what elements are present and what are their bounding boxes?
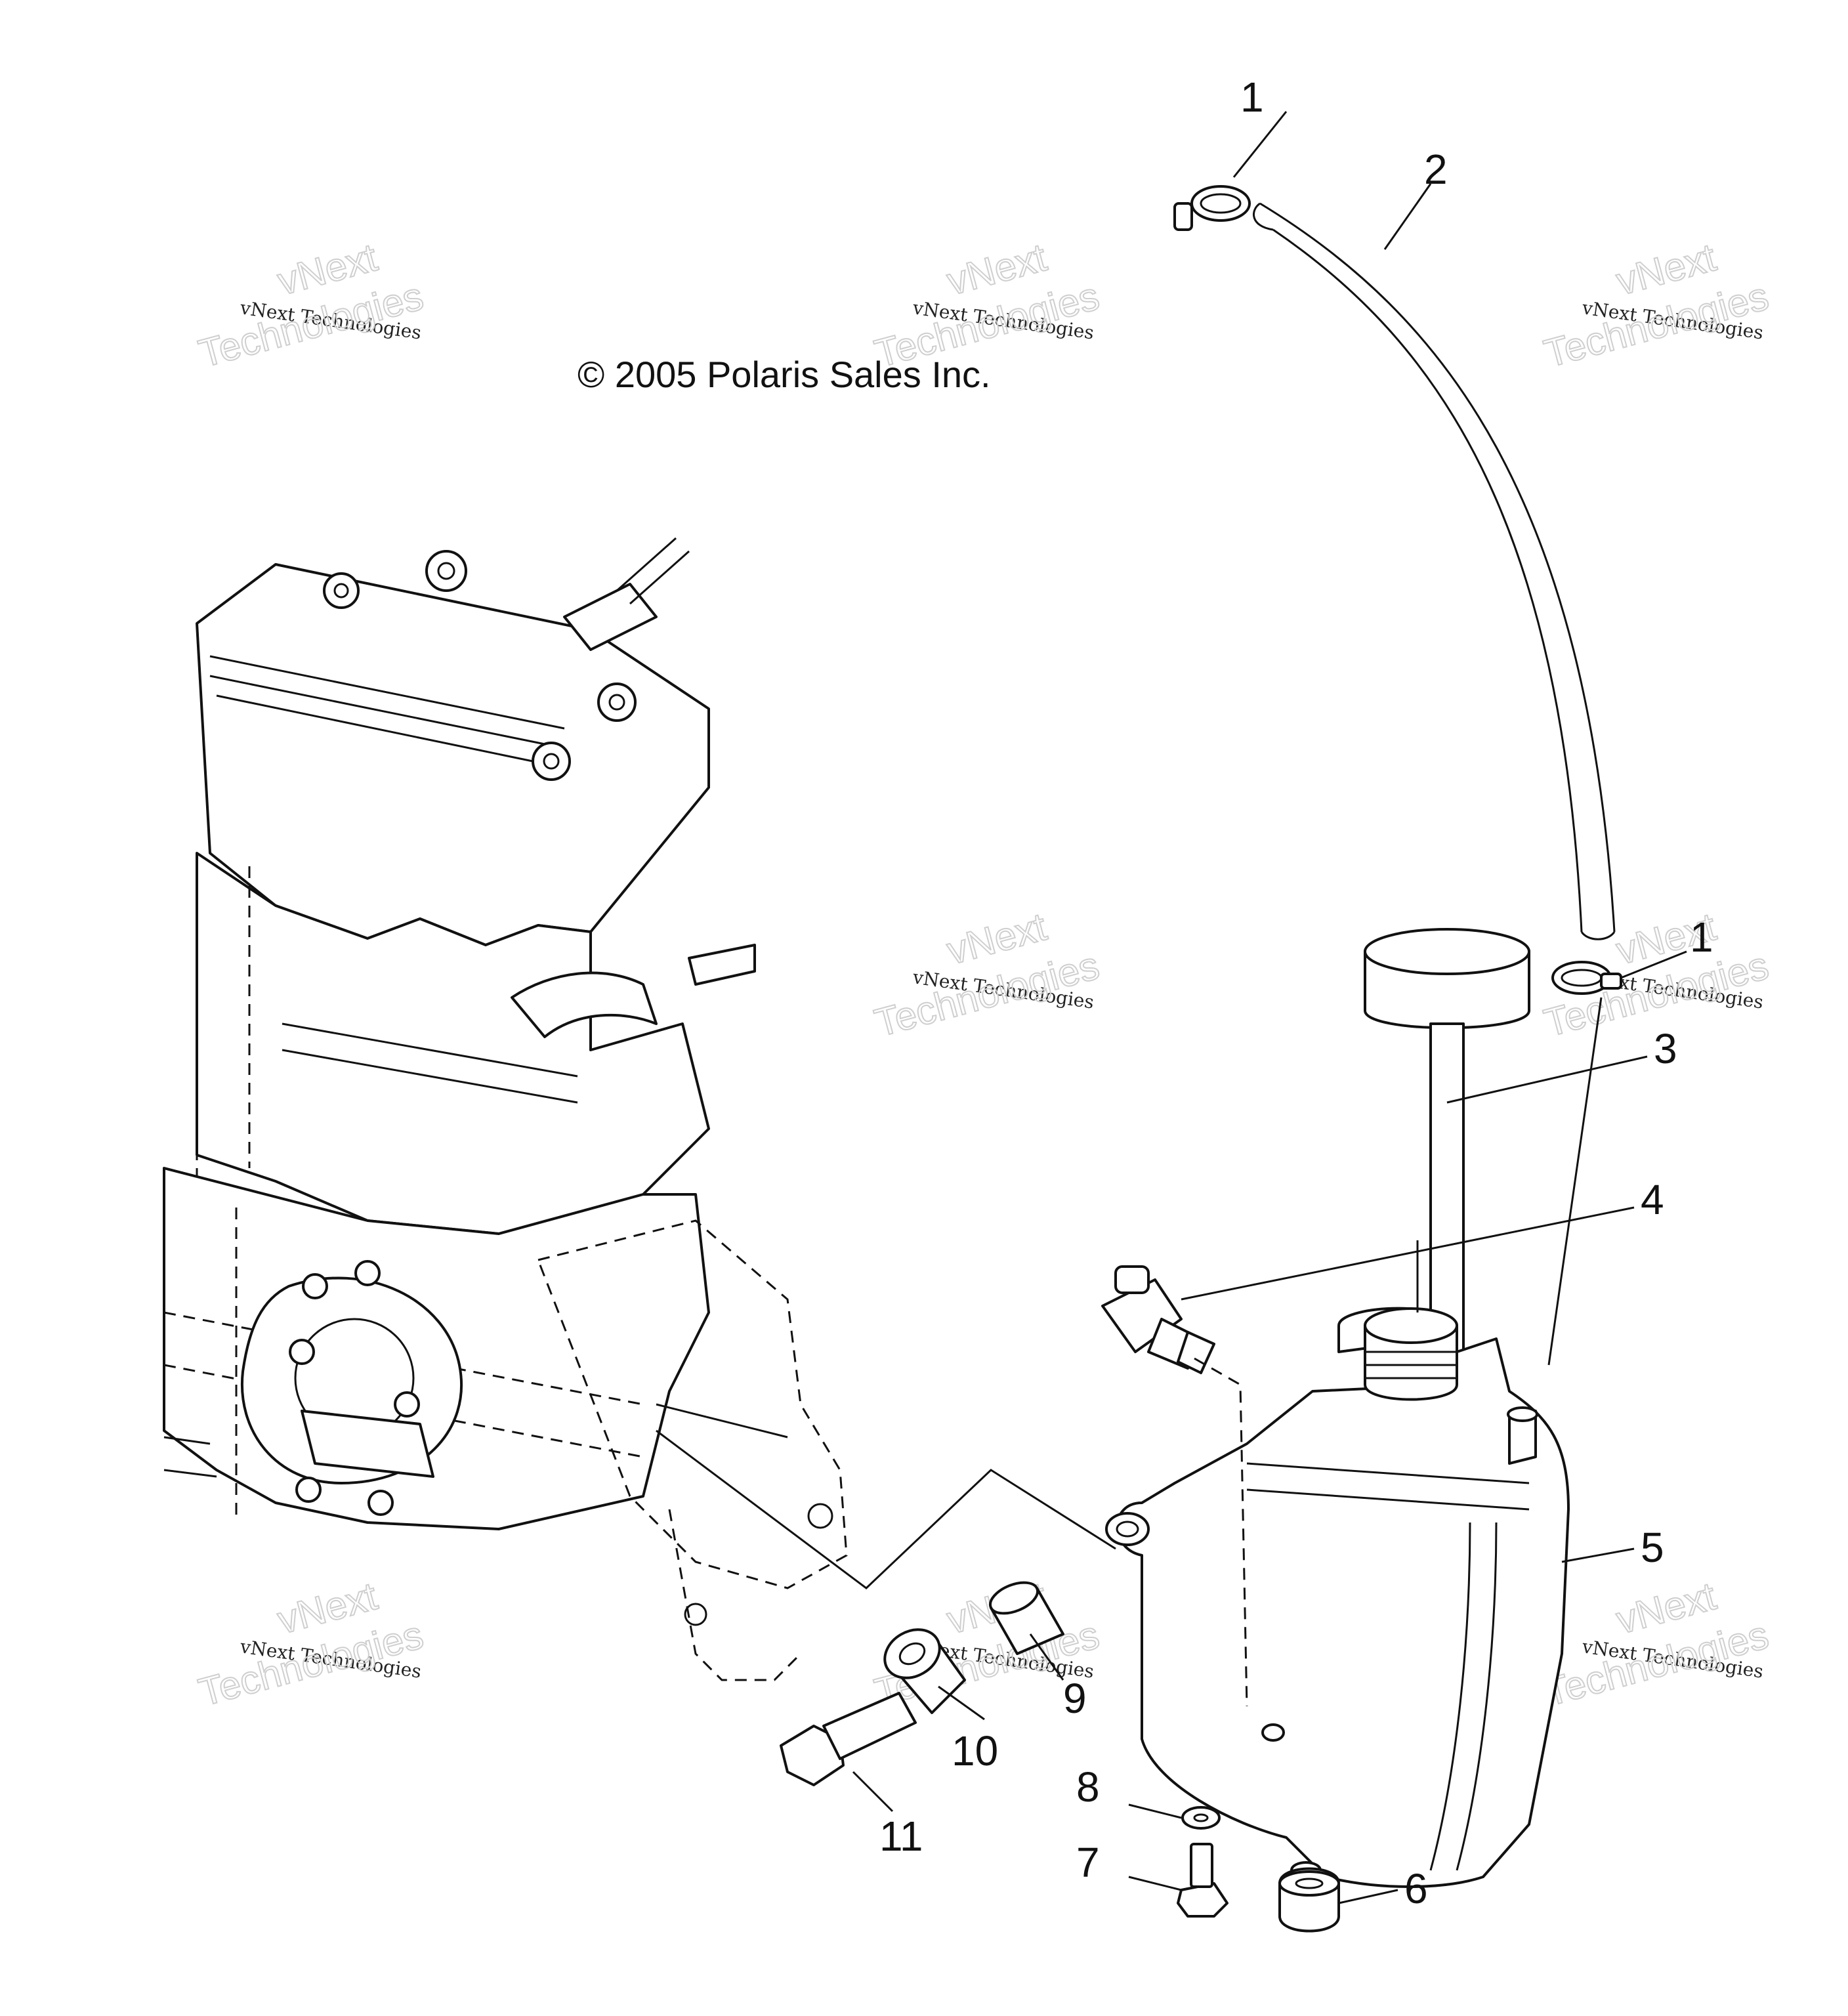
dipstick-cap — [1364, 928, 1530, 1366]
grommet — [1278, 1867, 1340, 1933]
callout-4: 4 — [1641, 1176, 1664, 1223]
callout-3: 3 — [1654, 1025, 1677, 1072]
callout-6: 6 — [1404, 1865, 1428, 1912]
callout-1-bottom: 1 — [1690, 914, 1713, 961]
small-bolt — [1177, 1843, 1228, 1918]
washer — [1181, 1806, 1221, 1830]
rubber-bushing — [883, 1628, 966, 1714]
vent-hose — [1253, 202, 1616, 940]
callout-10: 10 — [952, 1727, 998, 1774]
callout-1-top: 1 — [1240, 74, 1264, 121]
callout-7: 7 — [1076, 1839, 1100, 1886]
coolant-reservoir — [1105, 1307, 1570, 1888]
hose-clamp-top — [1173, 185, 1251, 231]
engine-illustration — [163, 537, 848, 1681]
watermark-top-center: vNext vNext Technologies Technologies — [870, 234, 1104, 376]
mounting-bolt — [780, 1692, 917, 1786]
watermark-bottom-right: vNext vNext Technologies Technologies — [1539, 1573, 1774, 1715]
callout-8: 8 — [1076, 1763, 1100, 1811]
hose-clamp-bottom — [1551, 961, 1622, 995]
callout-leaders — [852, 111, 1687, 1904]
assembly-lines — [656, 997, 1603, 1707]
callout-2: 2 — [1424, 146, 1448, 193]
watermark-mid-center: vNext vNext Technologies Technologies — [870, 904, 1104, 1045]
callout-9: 9 — [1063, 1675, 1087, 1722]
callout-5: 5 — [1641, 1524, 1664, 1571]
copyright-text: © 2005 Polaris Sales Inc. — [578, 354, 991, 395]
watermark-top-left: vNext vNext Technologies Technologies — [194, 234, 429, 376]
elbow-fitting — [1101, 1265, 1215, 1374]
callout-11: 11 — [879, 1813, 923, 1860]
callout-labels: 1 2 1 3 4 5 6 7 8 9 10 11 — [879, 74, 1713, 1912]
spacer-sleeve — [988, 1581, 1064, 1655]
watermark-top-right: vNext vNext Technologies Technologies — [1539, 234, 1774, 376]
watermark-bottom-left: vNext vNext Technologies Technologies — [194, 1573, 429, 1715]
